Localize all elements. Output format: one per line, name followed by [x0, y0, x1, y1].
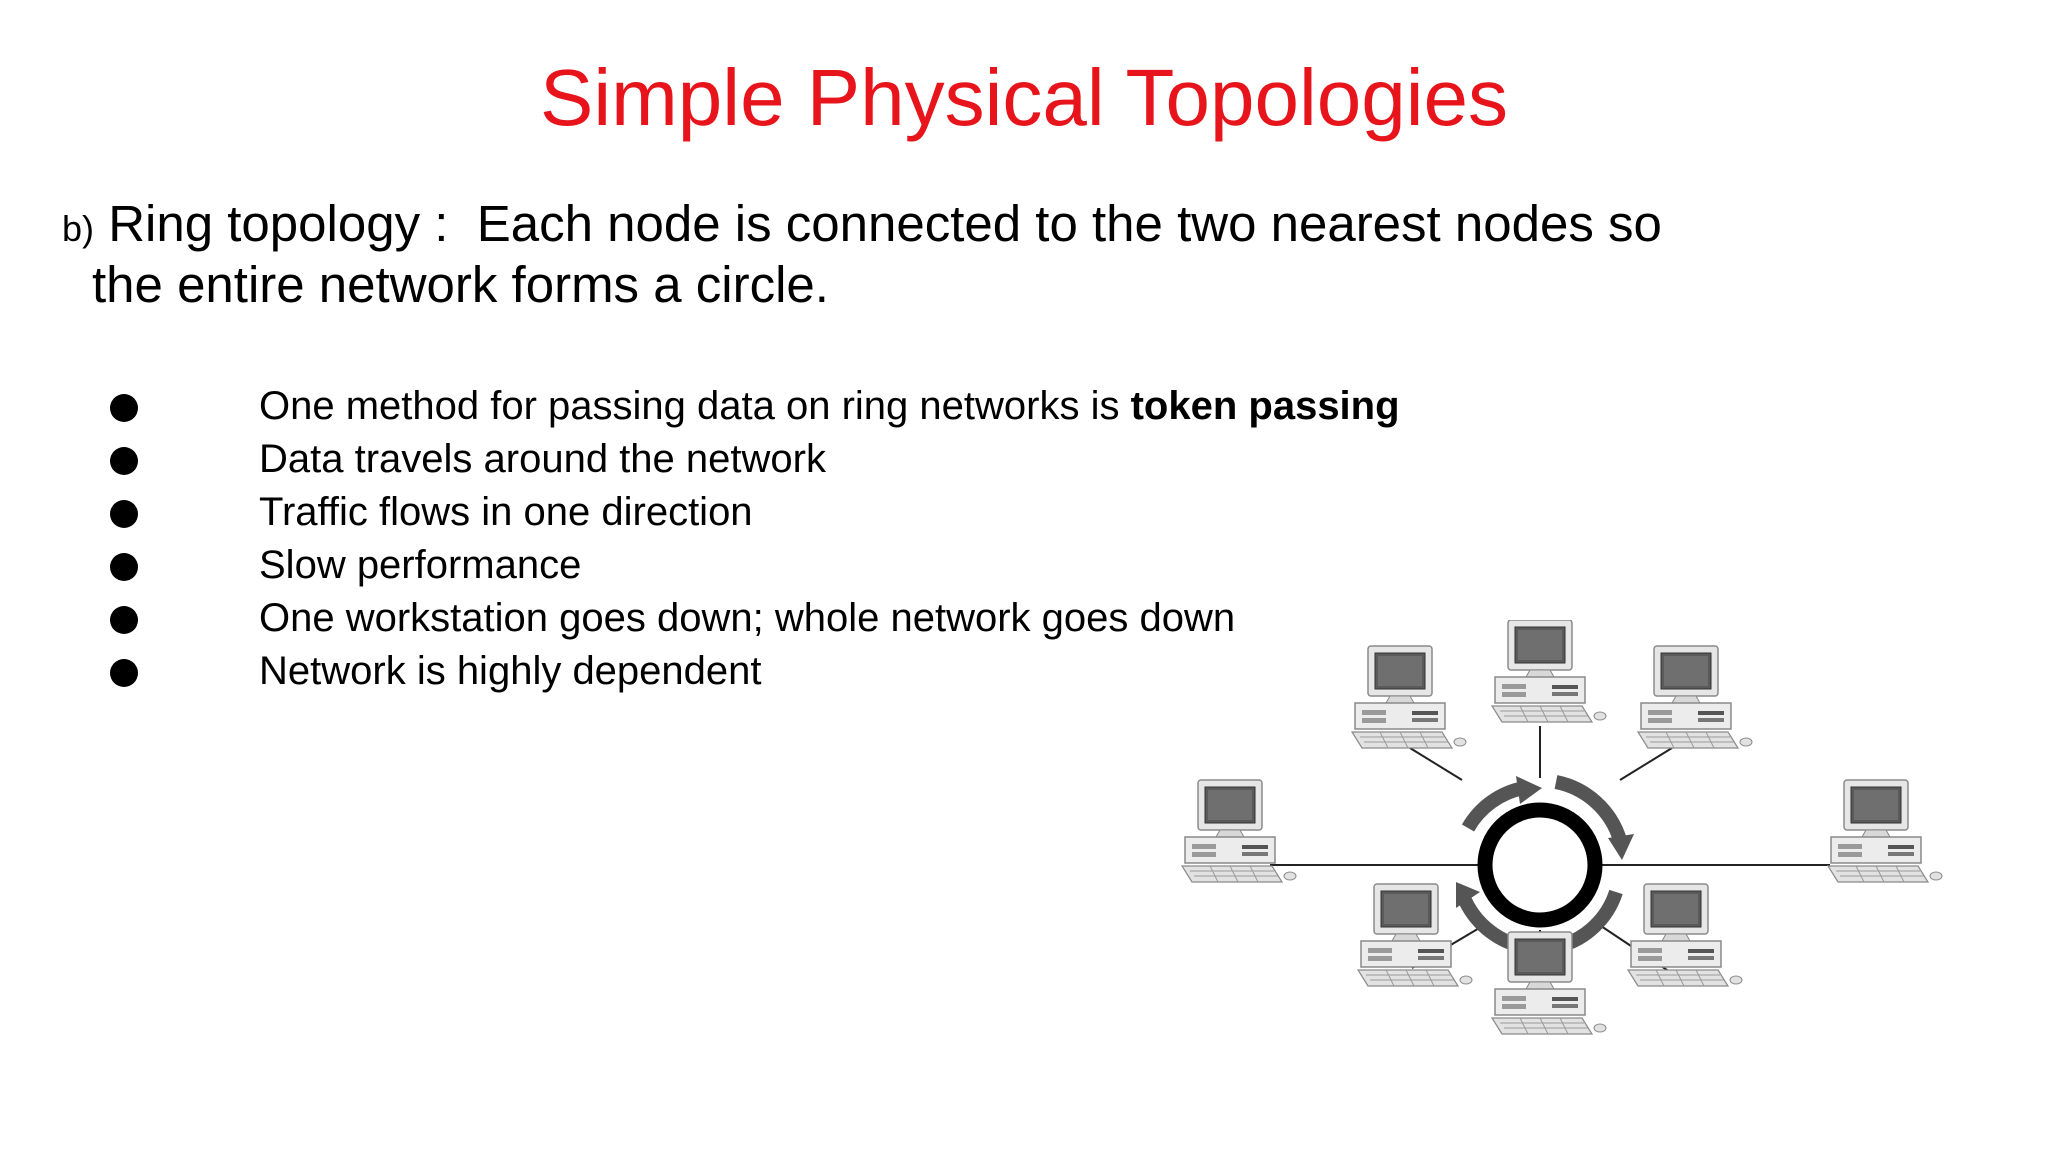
bullet-dot-icon	[110, 500, 138, 528]
bullet-text: Traffic flows in one direction	[259, 490, 753, 534]
definition-line-2: the entire network forms a circle.	[92, 256, 829, 313]
token-direction-arrows	[1457, 775, 1627, 953]
ring-topology-diagram	[1181, 620, 1943, 1035]
ring-circle	[1477, 802, 1603, 928]
bullet-text: Network is highly dependent	[259, 649, 762, 693]
bullet-item: Data travels around the network	[110, 433, 1400, 486]
topology-name: Ring topology :	[108, 195, 449, 252]
bullet-item: Slow performance	[110, 539, 1400, 592]
bullet-item: One workstation goes down; whole network…	[110, 592, 1400, 645]
bullet-text: Slow performance	[259, 543, 582, 587]
slide-title: Simple Physical Topologies	[540, 53, 1508, 142]
item-marker: b)	[62, 208, 95, 249]
bullet-text: Data travels around the network	[259, 437, 826, 481]
computer-workstation-icon	[1181, 779, 1297, 883]
bullet-emphasis: token passing	[1130, 384, 1400, 428]
bullet-item: Network is highly dependent	[110, 645, 1400, 698]
topology-definition: b) Ring topology : Each node is connecte…	[62, 196, 1762, 313]
bullet-dot-icon	[110, 394, 138, 422]
computer-workstation-icon	[1357, 883, 1473, 987]
bullet-item: Traffic flows in one direction	[110, 486, 1400, 539]
bullet-item: One method for passing data on ring netw…	[110, 380, 1400, 433]
bullet-text: One workstation goes down; whole network…	[259, 596, 1236, 640]
bullet-dot-icon	[110, 447, 138, 475]
computer-workstation-icon	[1491, 931, 1607, 1035]
bullet-list: One method for passing data on ring netw…	[110, 380, 1400, 698]
bullet-dot-icon	[110, 606, 138, 634]
bullet-dot-icon	[110, 659, 138, 687]
computer-workstation-icon	[1827, 779, 1943, 883]
computer-workstation-icon	[1637, 645, 1753, 749]
bullet-text: One method for passing data on ring netw…	[259, 384, 1131, 428]
computer-workstation-icon	[1351, 645, 1467, 749]
computer-workstation-icon	[1491, 620, 1607, 723]
bullet-dot-icon	[110, 553, 138, 581]
definition-line-1: Each node is connected to the two neares…	[476, 195, 1662, 252]
computer-workstation-icon	[1627, 883, 1743, 987]
